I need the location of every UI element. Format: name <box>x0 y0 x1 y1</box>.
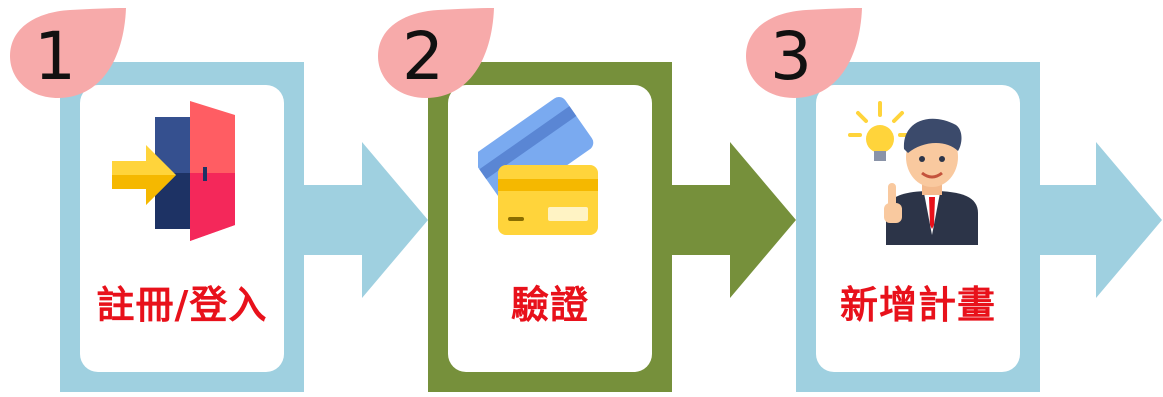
step-number: 1 <box>34 18 76 95</box>
step-3: 3 新增計畫 <box>736 0 1040 397</box>
step-label: 新增計畫 <box>839 283 996 327</box>
flow-arrow-3 <box>1034 142 1162 298</box>
step-badge <box>378 8 494 98</box>
step-1: 1 註冊/登入 <box>0 0 304 397</box>
step-number: 3 <box>770 18 812 95</box>
flow-arrow-2 <box>668 142 796 298</box>
step-label: 註冊/登入 <box>96 283 268 327</box>
step-label: 驗證 <box>510 283 589 327</box>
credit-card-icon <box>478 97 598 235</box>
step-number: 2 <box>402 18 444 95</box>
flow-arrow-1 <box>300 142 428 298</box>
door-enter-icon <box>112 101 235 241</box>
step-2: 2 驗證 <box>368 0 672 397</box>
step-badge <box>746 8 862 98</box>
idea-person-icon <box>848 101 978 245</box>
step-badge <box>10 8 126 98</box>
